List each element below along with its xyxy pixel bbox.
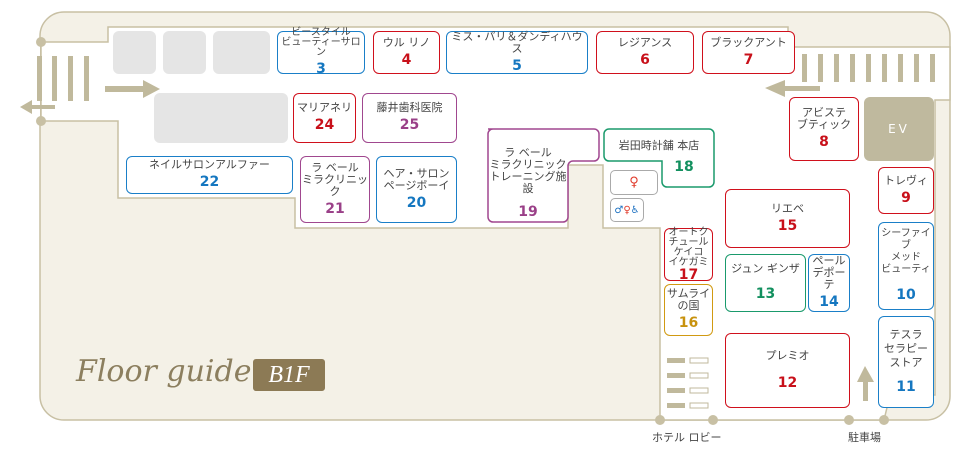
parking-label: 駐車場 xyxy=(848,431,881,444)
arrow-right-icon xyxy=(105,80,160,98)
elevator[interactable]: EV xyxy=(864,97,934,161)
multipurpose-restroom-icon: ♂♀♿ xyxy=(610,198,644,222)
floor-badge: B1F xyxy=(253,359,325,391)
vacant-space xyxy=(213,31,270,74)
vacant-space xyxy=(163,31,206,74)
women-restroom-icon: ♀ xyxy=(610,170,658,195)
vacant-space xyxy=(113,31,156,74)
arrow-left-icon xyxy=(765,80,820,97)
arrow-left-icon xyxy=(20,100,55,114)
door-dots xyxy=(36,37,889,425)
arrow-up-icon xyxy=(857,366,874,401)
vacant-space xyxy=(154,93,288,143)
store-19-outline xyxy=(487,128,600,223)
hotel-lobby-label: ホテル ロビー xyxy=(652,431,722,444)
store-18-outline xyxy=(603,128,715,188)
floor-guide-title: Floor guide xyxy=(76,354,252,389)
entrance-stripes-right xyxy=(802,54,935,82)
entrance-stripes-left xyxy=(37,56,89,101)
stairs-icon xyxy=(667,357,709,409)
